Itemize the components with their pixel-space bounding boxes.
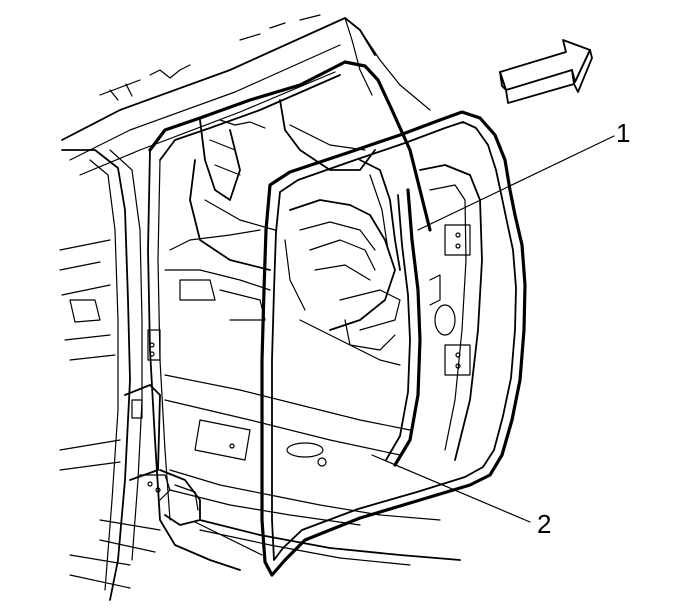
rear-door-weatherstrip [260, 110, 527, 577]
seat-structure [284, 159, 401, 366]
callout-2: 2 [194, 454, 551, 556]
forward-arrow-icon [499, 39, 593, 104]
callout-1-label: 1 [616, 118, 630, 148]
interior-structure [59, 99, 376, 361]
rocker-sill [69, 469, 461, 589]
callout-1: 1 [417, 118, 630, 231]
rear-door-lower-seal [385, 188, 422, 467]
door-opening-frame [147, 60, 432, 571]
floor-panel [59, 374, 441, 526]
callout-2-label: 2 [537, 509, 551, 539]
a-pillar [61, 149, 171, 601]
rear-body-panel [419, 164, 483, 461]
